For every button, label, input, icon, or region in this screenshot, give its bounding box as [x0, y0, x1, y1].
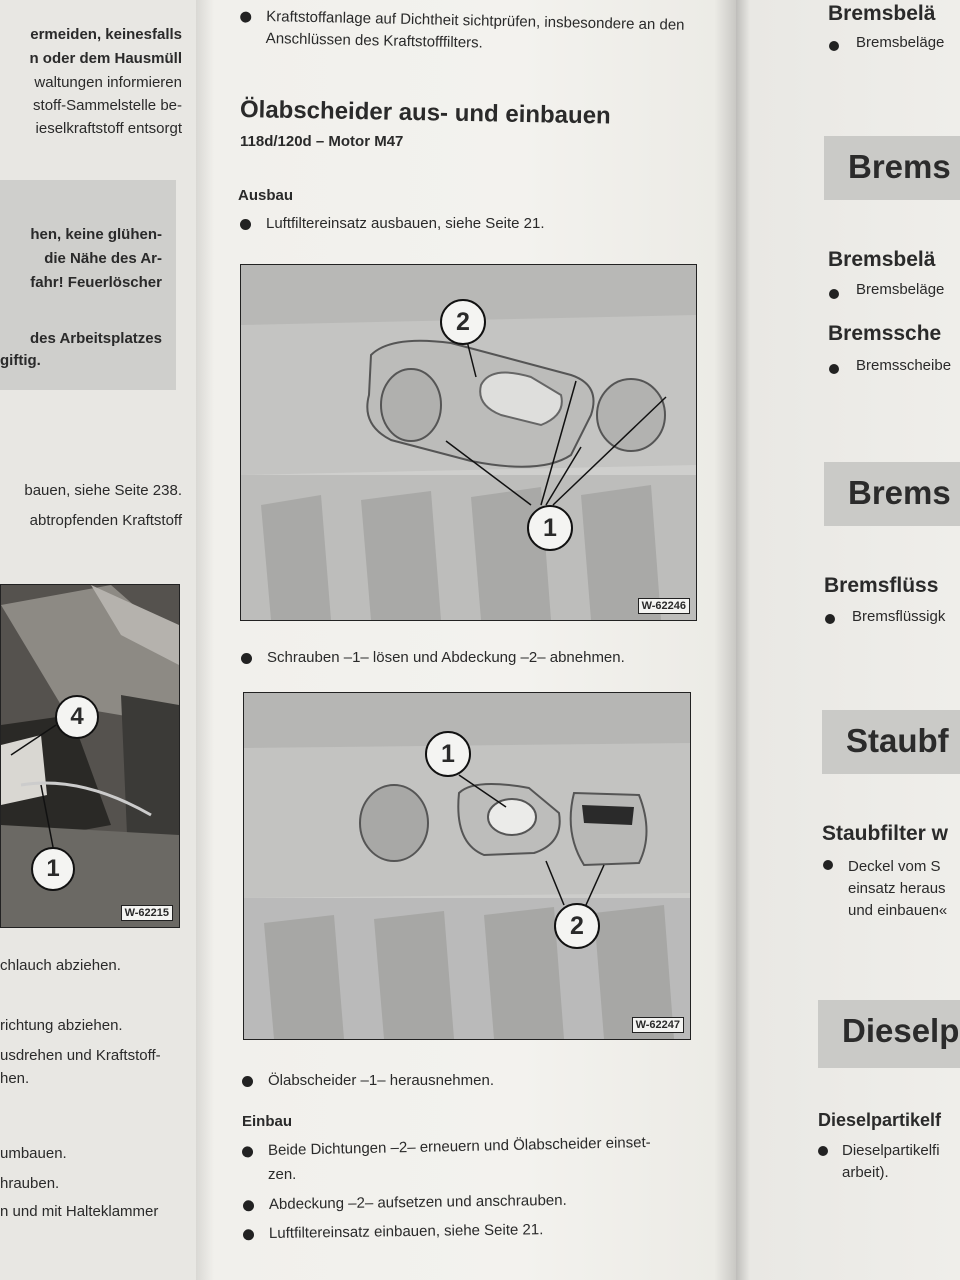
figure-code: W-62215	[120, 905, 173, 921]
callout-screws: 1	[527, 505, 573, 551]
right-item: arbeit).	[842, 1164, 889, 1181]
ausbau-heading: Ausbau	[238, 187, 294, 204]
engine-cover-illustration	[241, 265, 696, 620]
section-bar-label: Brems	[848, 474, 951, 511]
right-item: Bremsscheibe	[856, 357, 952, 374]
right-heading: Bremsbelä	[828, 2, 936, 25]
warning-box: hen, keine glühen- die Nähe des Ar- fahr…	[0, 180, 176, 390]
left-text-line: usdrehen und Kraftstoff-	[0, 1047, 161, 1064]
left-text-line: abtropfenden Kraftstoff	[29, 512, 182, 529]
engine-figure-2: 1 2 W-62247	[243, 692, 691, 1040]
section-bar-label: Staubf	[846, 722, 949, 759]
left-text-line: bauen, siehe Seite 238.	[24, 482, 182, 499]
bullet-dot	[825, 614, 835, 624]
left-text-line: n oder dem Hausmüll	[29, 50, 182, 67]
section-bar: Brems	[824, 462, 960, 526]
right-heading: Staubfilter w	[822, 822, 949, 845]
callout-cover: 2	[440, 299, 486, 345]
right-heading: Bremssche	[828, 322, 942, 345]
warning-line: fahr! Feuerlöscher	[30, 274, 162, 291]
einbau-step-cover: Abdeckung –2– aufsetzen und anschrauben.	[269, 1190, 567, 1216]
left-text-line: richtung abziehen.	[0, 1017, 123, 1034]
center-page	[196, 0, 736, 1280]
einbau-step-seals-cont: zen.	[268, 1166, 297, 1183]
left-page: ermeiden, keinesfalls n oder dem Hausmül…	[0, 0, 196, 1280]
section-bar: Staubf	[822, 710, 960, 774]
warning-line: hen, keine glühen-	[30, 226, 162, 243]
right-item: Dieselpartikelfi	[842, 1142, 940, 1159]
right-heading: Dieselpartikelf	[818, 1110, 942, 1130]
bullet-dot	[829, 41, 839, 51]
left-text-line: n und mit Halteklammer	[0, 1203, 159, 1220]
figure-code: W-62246	[637, 598, 690, 614]
engine-figure-1: 2 1 W-62246	[240, 264, 697, 621]
callout-oil-separator: 1	[425, 731, 471, 777]
warning-line: des Arbeitsplatzes	[30, 330, 162, 347]
section-bar: Dieselp	[818, 1000, 960, 1068]
left-text-line: ermeiden, keinesfalls	[30, 26, 182, 43]
right-item: Bremsflüssigk	[852, 608, 946, 625]
callout-seals: 2	[554, 903, 600, 949]
right-item: Bremsbeläge	[856, 34, 945, 51]
left-text-line: stoff-Sammelstelle be-	[33, 97, 182, 114]
bullet-dot	[823, 860, 833, 870]
warning-line: die Nähe des Ar-	[44, 250, 162, 267]
right-heading: Bremsbelä	[828, 248, 936, 271]
bullet-text: Kraftstoffanlage auf Dichtheit sichtprüf…	[265, 8, 685, 52]
right-item: Deckel vom S	[848, 858, 941, 875]
ausbau-step-air-filter: Luftfiltereinsatz ausbauen, siehe Seite …	[240, 213, 545, 235]
right-heading: Bremsflüss	[824, 574, 939, 597]
section-bar: Brems	[824, 136, 960, 200]
callout-4: 4	[55, 695, 99, 739]
right-item: Bremsbeläge	[856, 281, 945, 298]
left-text-line: hen.	[0, 1070, 30, 1087]
left-text-line: chlauch abziehen.	[0, 957, 121, 974]
right-item: und einbauen«	[848, 902, 948, 919]
bullet-dot	[818, 1146, 828, 1156]
bullet-dot	[829, 364, 839, 374]
step-remove-oil-separator: Ölabscheider –1– herausnehmen.	[242, 1070, 494, 1092]
figure-code: W-62247	[631, 1017, 684, 1033]
einbau-heading: Einbau	[242, 1113, 293, 1130]
fuel-filter-illustration	[1, 585, 179, 927]
bullet-dot	[829, 289, 839, 299]
bullet-fuel-system-check: Kraftstoffanlage auf Dichtheit sichtprüf…	[240, 6, 707, 59]
step-remove-screws: Schrauben –1– lösen und Abdeckung –2– ab…	[241, 647, 625, 669]
warning-line: giftig.	[0, 352, 41, 369]
einbau-step-air-filter: Luftfiltereinsatz einbauen, siehe Seite …	[269, 1219, 544, 1245]
left-text-line: hrauben.	[0, 1175, 60, 1192]
section-bar-label: Brems	[848, 148, 951, 185]
right-item: einsatz heraus	[848, 880, 946, 897]
callout-1: 1	[31, 847, 75, 891]
left-text-line: waltungen informieren	[34, 74, 182, 91]
left-text-line: ieselkraftstoff entsorgt	[35, 120, 182, 137]
section-bar-label: Dieselp	[842, 1012, 960, 1049]
fuel-filter-figure: 4 1 W-62215	[0, 584, 180, 928]
section-subtitle: 118d/120d – Motor M47	[240, 133, 404, 150]
left-text-line: umbauen.	[0, 1145, 67, 1162]
